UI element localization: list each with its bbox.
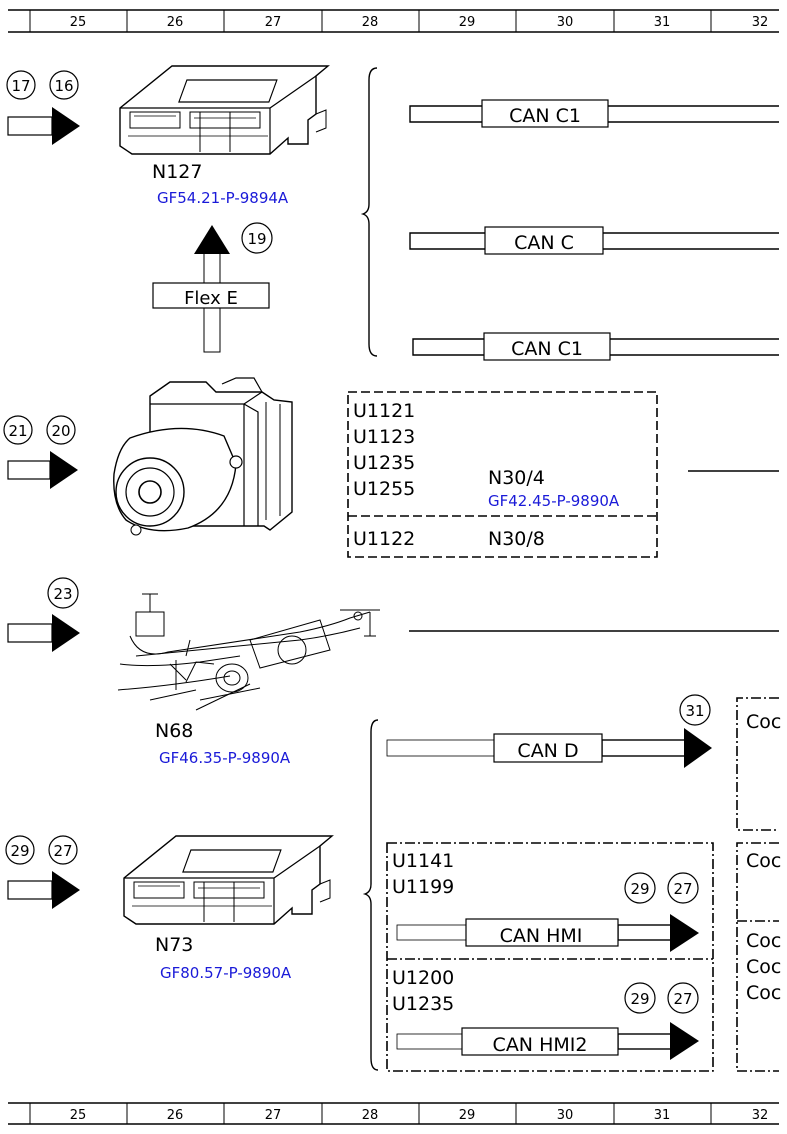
can-bus-line: CAN D: [386, 728, 712, 768]
ref-circle[interactable]: 31: [679, 694, 711, 726]
ref-circle-label: 17: [11, 77, 30, 95]
ref-circle-label: 20: [51, 422, 70, 440]
fault-code: U1199: [392, 876, 454, 898]
arrow-right-icon: [7, 451, 78, 489]
cropped-box: Coc: [736, 697, 781, 831]
ref-circle[interactable]: 20: [46, 415, 76, 445]
reference-link[interactable]: GF46.35-P-9890A: [159, 749, 291, 767]
control-unit-icon: [123, 835, 333, 925]
ref-circle-label: 27: [53, 842, 72, 860]
ref-circle[interactable]: 29: [624, 982, 656, 1014]
component-name: N68: [155, 720, 193, 742]
cropped-label: Coc: [746, 930, 781, 952]
grid-col-label: 30: [557, 1108, 574, 1123]
fault-code: U1141: [392, 850, 454, 872]
bus-label: CAN C1: [509, 105, 581, 127]
bus-label: CAN HMI: [500, 925, 583, 947]
grid-col-label: 26: [167, 15, 184, 30]
bus-label: CAN C: [514, 232, 574, 254]
ref-circle-label: 19: [247, 230, 266, 248]
cropped-label: Coc: [746, 850, 781, 872]
arrow-right-icon: [7, 614, 80, 652]
ref-circle-label: 27: [673, 990, 692, 1008]
bus-label: Flex E: [184, 288, 238, 309]
ref-circle[interactable]: 21: [3, 415, 33, 445]
bus-label: CAN D: [517, 740, 578, 762]
arrow-right-icon: [7, 871, 80, 909]
grid-col-label: 29: [459, 15, 476, 30]
can-bus-line: CAN HMI2: [396, 1022, 699, 1060]
can-bus-line: CAN C1: [409, 99, 779, 128]
reference-link[interactable]: GF80.57-P-9890A: [160, 964, 292, 982]
ref-circle[interactable]: 16: [49, 70, 79, 100]
cropped-label: Coc: [746, 711, 781, 733]
ref-circle[interactable]: 27: [667, 982, 699, 1014]
ref-circle-label: 23: [53, 585, 72, 603]
grid-col-label: 32: [752, 15, 769, 30]
fault-code-box: U1141 U1199 U1200 U1235: [386, 842, 714, 1072]
grid-col-label: 28: [362, 15, 379, 30]
can-bus-line: CAN C1: [412, 332, 779, 361]
brace: [362, 719, 379, 1071]
ref-circle-label: 31: [685, 702, 704, 720]
bus-label: CAN C1: [511, 338, 583, 360]
grid-col-label: 28: [362, 1108, 379, 1123]
abs-hydraulic-unit-icon: [113, 377, 293, 536]
fault-code: U1121: [353, 400, 415, 422]
flex-e-bus: Flex E: [152, 225, 270, 353]
steering-rack-icon: [117, 593, 380, 711]
fault-code: U1255: [353, 478, 415, 500]
cropped-box: Coc Coc Coc Coc: [736, 842, 781, 1072]
fault-code: U1200: [392, 967, 454, 989]
grid-ruler-bottom: 25 26 27 28 29 30 31 32: [8, 1102, 779, 1125]
cropped-label: Coc: [746, 956, 781, 978]
fault-code: U1235: [353, 452, 415, 474]
grid-col-label: 31: [654, 1108, 671, 1123]
component-name: N30/8: [488, 528, 545, 550]
grid-col-label: 25: [70, 15, 87, 30]
ref-circle-label: 27: [673, 880, 692, 898]
ref-circle-label: 29: [10, 842, 29, 860]
ref-circle-label: 29: [630, 990, 649, 1008]
grid-col-label: 31: [654, 15, 671, 30]
ref-circle[interactable]: 17: [6, 70, 36, 100]
ref-circle-label: 16: [54, 77, 73, 95]
reference-link[interactable]: GF42.45-P-9890A: [488, 492, 620, 510]
arrow-right-icon: [7, 107, 80, 145]
ref-circle[interactable]: 23: [47, 577, 79, 609]
fault-code: U1235: [392, 993, 454, 1015]
ref-circle[interactable]: 29: [5, 835, 35, 865]
fault-code: U1123: [353, 426, 415, 448]
fault-code: U1122: [353, 528, 415, 550]
grid-col-label: 27: [265, 1108, 282, 1123]
grid-col-label: 32: [752, 1108, 769, 1123]
cropped-label: Coc: [746, 982, 781, 1004]
component-name: N73: [155, 934, 193, 956]
bus-label: CAN HMI2: [493, 1034, 588, 1056]
reference-link[interactable]: GF54.21-P-9894A: [157, 189, 289, 207]
ref-circle[interactable]: 27: [667, 872, 699, 904]
grid-col-label: 30: [557, 15, 574, 30]
grid-col-label: 27: [265, 15, 282, 30]
control-unit-icon: [119, 65, 329, 155]
component-name: N127: [152, 161, 202, 183]
ref-circle-label: 29: [630, 880, 649, 898]
can-bus-line: CAN HMI: [396, 914, 699, 952]
grid-col-label: 26: [167, 1108, 184, 1123]
grid-col-label: 29: [459, 1108, 476, 1123]
brace: [360, 67, 378, 357]
can-bus-line: CAN C: [409, 226, 779, 255]
ref-circle[interactable]: 29: [624, 872, 656, 904]
ref-circle-label: 21: [8, 422, 27, 440]
grid-col-label: 25: [70, 1108, 87, 1123]
component-name: N30/4: [488, 467, 545, 489]
fault-code-box: U1121 U1123 U1235 U1255 N30/4 GF42.45-P-…: [347, 391, 658, 558]
grid-ruler-top: 25 26 27 28 29 30 31 32: [8, 9, 779, 33]
ref-circle[interactable]: 27: [48, 835, 78, 865]
ref-circle[interactable]: 19: [241, 222, 273, 254]
